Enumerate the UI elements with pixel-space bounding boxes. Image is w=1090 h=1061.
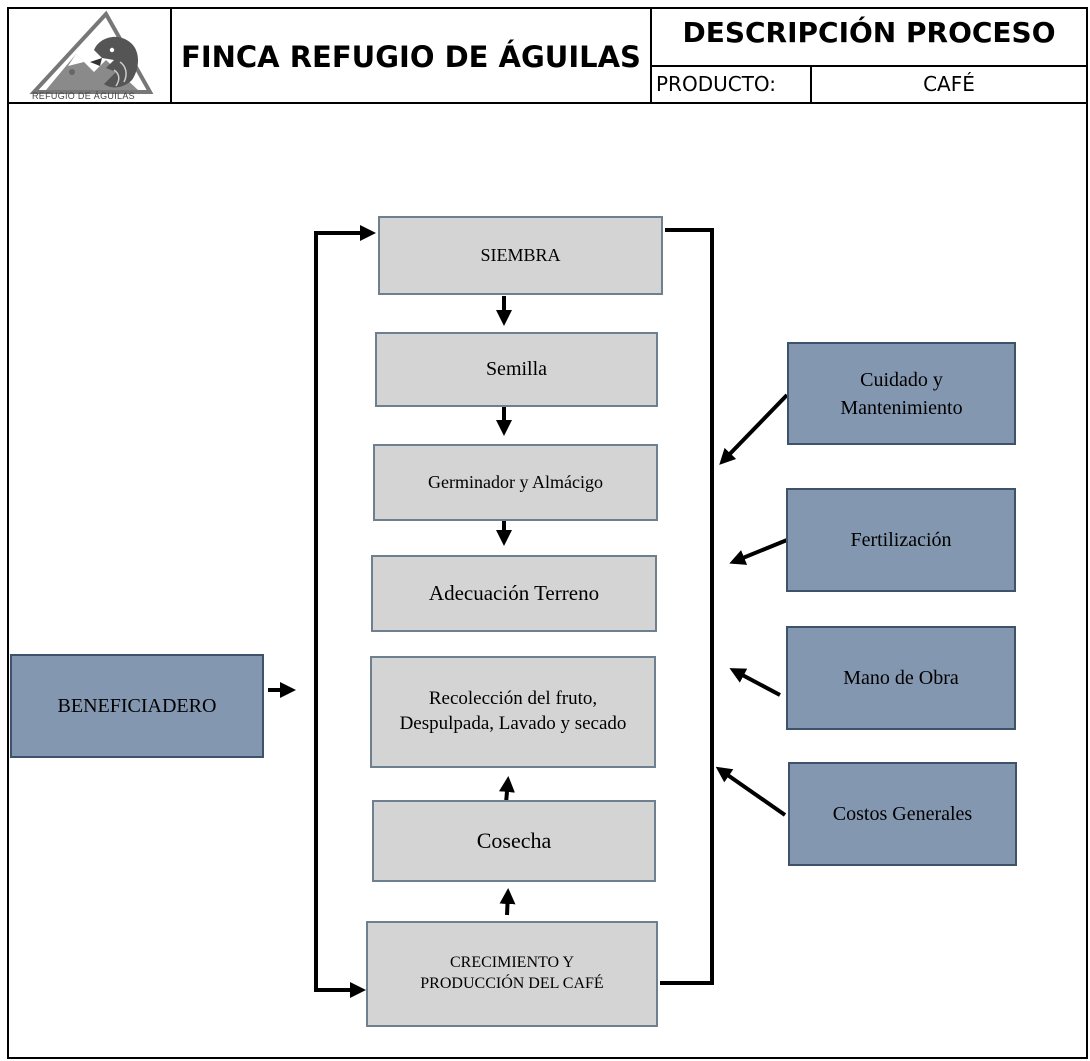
beneficiadero-box: BENEFICIADERO (10, 654, 264, 758)
page-title: FINCA REFUGIO DE ÁGUILAS (181, 40, 641, 74)
step-recoleccion: Recolección del fruto, Despulpada, Lavad… (370, 656, 656, 768)
step-cosecha: Cosecha (372, 800, 656, 882)
product-divider (810, 65, 812, 104)
step-siembra: SIEMBRA (378, 216, 663, 295)
step-semilla: Semilla (375, 332, 658, 407)
product-label: PRODUCTO: (656, 72, 777, 96)
eagle-logo-icon (29, 10, 154, 94)
header-divider (7, 102, 1088, 104)
input-fertilizacion: Fertilización (786, 488, 1016, 592)
page-frame (7, 7, 1088, 1059)
step-germinador: Germinador y Almácigo (373, 444, 658, 521)
step-crecimiento: CRECIMIENTO Y PRODUCCIÓN DEL CAFÉ (366, 921, 658, 1027)
desc-divider (650, 65, 1088, 67)
step-adecuacion: Adecuación Terreno (371, 555, 657, 632)
product-value: CAFÉ (923, 72, 975, 96)
input-mano-de-obra: Mano de Obra (786, 626, 1016, 730)
input-costos-generales: Costos Generales (788, 762, 1017, 866)
title-divider (650, 7, 652, 104)
logo-divider (170, 7, 172, 104)
description-title: DESCRIPCIÓN PROCESO (682, 16, 1056, 49)
logo-caption: REFUGIO DE ÁGUILAS (32, 91, 135, 101)
input-cuidado-mantenimiento: Cuidado y Mantenimiento (787, 342, 1016, 445)
